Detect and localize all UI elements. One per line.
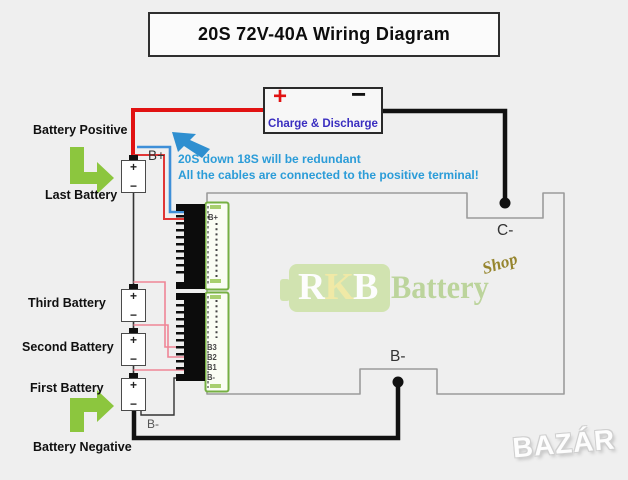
battery-positive-arrow-icon [70, 147, 114, 194]
c-minus-pad-dot [499, 197, 511, 209]
battery-minus-sign: − [129, 352, 137, 366]
wire-cell-sense-1 [133, 281, 184, 348]
label-battery-negative: Battery Negative [33, 440, 132, 454]
logo-letter-b: B [353, 266, 378, 308]
third-battery-symbol: + − [121, 289, 146, 322]
diagram-title-box: 20S 72V-40A Wiring Diagram [148, 12, 500, 57]
last-battery-symbol: + − [121, 160, 146, 193]
connector-label-b3: B3 [207, 342, 217, 352]
balance-connector-top-section [204, 201, 230, 291]
bms-board-outline [206, 192, 565, 395]
battery-plus-sign: + [129, 333, 137, 347]
charge-discharge-label: Charge & Discharge [268, 118, 378, 130]
logo-battery-body [289, 264, 390, 312]
connector-label-b-plus: B+ [208, 212, 218, 222]
label-second-battery: Second Battery [22, 340, 114, 354]
label-third-battery: Third Battery [28, 296, 106, 310]
diagram-title: 20S 72V-40A Wiring Diagram [197, 24, 451, 44]
battery-terminal-nub [129, 328, 138, 333]
label-battery-b-plus: B+ [148, 148, 165, 163]
label-battery-positive: Battery Positive [33, 123, 128, 137]
connector-label-b2: B2 [207, 352, 217, 362]
label-battery-b-minus: B- [147, 417, 159, 431]
battery-plus-sign: + [129, 289, 137, 303]
battery-negative-arrow-icon [70, 390, 114, 432]
battery-terminal-nub [129, 155, 138, 160]
logo-battery-word: Battery [391, 270, 489, 306]
battery-minus-sign: − [129, 179, 137, 193]
wire-c-minus [367, 108, 508, 199]
rkb-battery-shop-logo: RKB Battery Shop [278, 249, 538, 318]
note-line-2: All the cables are connected to the posi… [178, 168, 479, 182]
wire-harness-plug-bottom [176, 293, 205, 381]
battery-terminal-nub [129, 284, 138, 289]
balance-connector-ticks [210, 205, 221, 388]
note-line-1: 20S down 18S will be redundant [178, 152, 361, 166]
label-last-battery: Last Battery [45, 188, 118, 202]
logo-battery-nub [280, 279, 290, 301]
wire-battery-negative [131, 386, 401, 441]
b-minus-pad-dot [392, 376, 404, 388]
charge-discharge-box: + − Charge & Discharge [263, 81, 383, 134]
second-battery-symbol: + − [121, 333, 146, 366]
label-c-minus-pad: C- [497, 222, 514, 239]
wire-harness-plug-top [176, 204, 205, 289]
positive-terminal-symbol: + [273, 83, 288, 110]
connector-label-b-minus: B- [207, 372, 216, 382]
balance-connector-bottom-section [204, 291, 230, 393]
wire-cell-sense-2 [133, 324, 184, 358]
balance-connector-pin-marks [207, 206, 218, 388]
battery-minus-sign: − [129, 308, 137, 322]
negative-terminal-symbol: − [351, 79, 367, 109]
battery-minus-sign: − [129, 397, 137, 411]
label-b-minus-pad: B- [390, 348, 406, 365]
wire-bminus-sense [140, 377, 181, 416]
logo-letter-k: K [324, 266, 354, 308]
bplus-pointer-arrow-icon [172, 132, 210, 158]
logo-letter-r: R [298, 266, 325, 308]
connector-label-b1: B1 [207, 362, 217, 372]
battery-terminal-nub [129, 373, 138, 378]
wire-bplus-sense-red [133, 154, 198, 220]
logo-rkb-text: RKB [298, 263, 378, 311]
first-battery-symbol: + − [121, 378, 146, 411]
label-first-battery: First Battery [30, 381, 104, 395]
battery-plus-sign: + [129, 160, 137, 174]
battery-plus-sign: + [129, 378, 137, 392]
wire-charge-positive [131, 108, 281, 156]
